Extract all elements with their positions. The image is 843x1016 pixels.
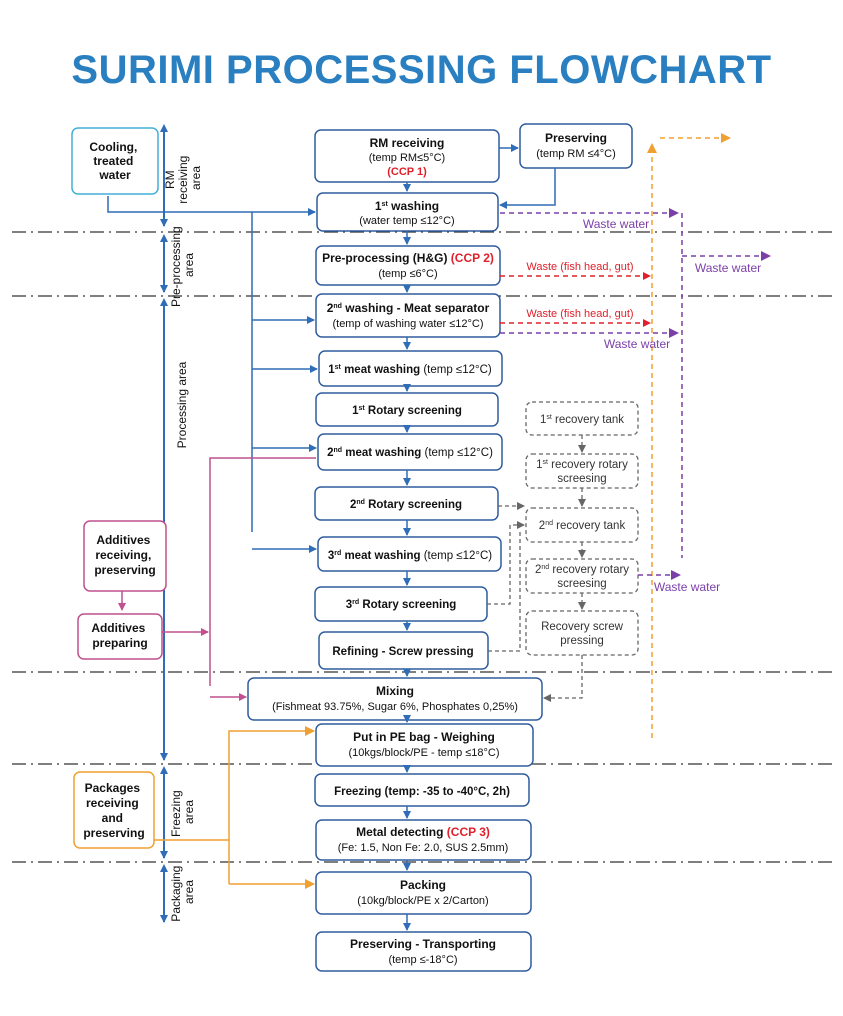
washing1-title: 1st washing [375,199,439,213]
page-title: SURIMI PROCESSING FLOWCHART [71,48,772,92]
transport-box [315,931,532,972]
area-separators [12,231,835,863]
area-label-pre: Pre-processing area [169,223,196,307]
washing2-title: 2nd washing - Meat separator [327,301,490,315]
recovery-screw-box [525,610,639,656]
waste-fish-label-1: Waste (fish head, gut) [526,261,633,273]
metal-box [315,819,532,861]
main-flow-arrows [107,144,556,931]
recovery-screw-line1: Recovery screw [541,621,623,633]
waste-fish-label-2: Waste (fish head, gut) [526,308,633,320]
meat-washing2-box [317,433,503,471]
rm-receiving-detail: (temp RM≤5°C) [369,152,445,164]
metal-title: Metal detecting (CCP 3) [356,825,490,839]
metal-detail: (Fe: 1.5, Non Fe: 2.0, SUS 2.5mm) [338,842,509,854]
rotary2-title: 2nd Rotary screening [350,499,462,511]
cooling-water-box [71,127,159,195]
preprocessing-detail: (temp ≤6°C) [378,268,437,280]
recovery-rotary2-line2: screesing [557,578,606,590]
meat-washing2-title: 2nd meat washing (temp ≤12°C) [327,447,493,459]
waste-water-label-4: Waste water [654,580,720,594]
cooling-water-label: Cooling, treated water [89,140,140,182]
refining-title: Refining - Screw pressing [332,646,473,658]
waste-fish-lines [500,272,651,327]
mixing-detail: (Fishmeat 93.75%, Sugar 6%, Phosphates 0… [272,701,518,713]
additives-preparing-box [77,613,163,660]
area-label-packaging: Packaging area [169,862,196,921]
waste-water-label-1: Waste water [583,217,649,231]
transport-detail: (temp ≤-18°C) [388,954,457,966]
orange-return-line [647,133,731,738]
packing-detail: (10kg/block/PE x 2/Carton) [357,895,488,907]
additive-lines [118,457,316,701]
additives-receiving-box [83,520,167,592]
pe-bag-box [315,723,534,767]
packing-title: Packing [400,878,446,892]
area-label-rm: RM receiving area [163,152,203,203]
meat-washing3-box [317,536,502,572]
waste-water-label-2: Waste water [695,261,761,275]
preserving-rm-box [519,123,633,169]
recovery-rotary1-line2: screesing [557,473,606,485]
waste-water-label-3: Waste water [604,337,670,351]
mixing-box [247,677,543,721]
meat-washing3-title: 3rd meat washing (temp ≤12°C) [328,550,492,562]
recovery-tank1-label: 1st recovery tank [540,414,624,426]
recovery-rotary1-label: 1st recovery rotary [536,459,628,471]
area-label-processing: Processing area [175,361,189,448]
meat-washing1-title: 1st meat washing (temp ≤12°C) [328,364,492,376]
packages-label: Packages receiving and preserving [83,781,144,840]
area-axis-starts [160,124,168,872]
additives-preparing-label: Additives preparing [91,621,148,650]
recovery-rotary2-label: 2nd recovery rotary [535,564,629,576]
freezing-box [314,773,530,807]
recovery-tank2-label: 2nd recovery tank [539,520,626,532]
ccp1-label: (CCP 1) [387,166,427,178]
mixing-title: Mixing [376,684,414,698]
washing2-box [315,293,501,338]
additives-receiving-label: Additives receiving, preserving [94,533,155,577]
recovery-screw-line2: pressing [560,635,603,647]
preprocessing-title: Pre-processing (H&G) (CCP 2) [322,251,494,265]
packages-box [73,771,155,849]
preserving-rm-title: Preserving [545,131,607,145]
packing-box [315,871,532,915]
rm-receiving-title: RM receiving [370,136,445,150]
area-label-freezing: Freezing area [169,787,196,837]
freezing-title: Freezing (temp: -35 to -40°C, 2h) [334,786,510,798]
preserving-rm-detail: (temp RM ≤4°C) [536,148,616,160]
recovery-flow [487,435,586,702]
washing2-detail: (temp of washing water ≤12°C) [332,318,483,330]
packaging-lines [154,726,315,889]
pe-bag-title: Put in PE bag - Weighing [353,730,495,744]
transport-title: Preserving - Transporting [350,937,496,951]
pe-bag-detail: (10kgs/block/PE - temp ≤18°C) [348,747,499,759]
rotary3-title: 3rd Rotary screening [346,599,457,611]
rotary1-title: 1st Rotary screening [352,405,462,417]
waste-water-lines [500,208,771,580]
washing1-detail: (water temp ≤12°C) [359,215,454,227]
